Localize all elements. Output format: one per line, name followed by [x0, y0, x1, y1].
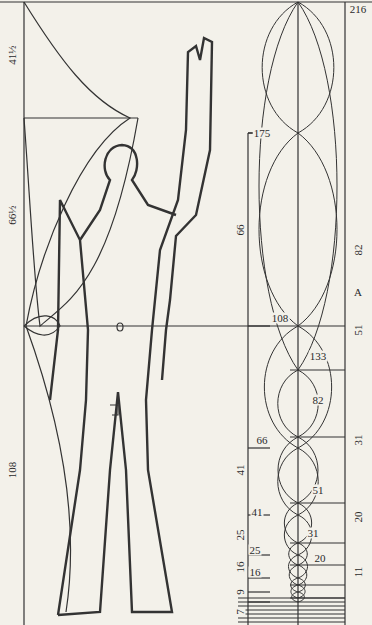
modulor-wave	[262, 2, 298, 133]
axis-line	[297, 2, 298, 625]
dimension-label: 11	[353, 566, 364, 579]
level-line	[24, 117, 138, 118]
blue-series-step	[290, 369, 345, 370]
modulor-wave	[291, 585, 298, 598]
dimension-label: 82	[312, 395, 325, 406]
spiral-curve	[24, 118, 138, 326]
blue-series-step	[290, 502, 345, 503]
modulor-wave	[278, 437, 298, 503]
navel-mark	[117, 323, 123, 331]
dimension-label: 20	[314, 553, 327, 564]
small-step-line	[238, 613, 345, 614]
frame-line	[0, 1, 372, 2]
dimension-label: 66	[235, 224, 246, 237]
modulor-wave	[284, 515, 298, 555]
small-step-line	[238, 597, 345, 598]
dimension-label: 82	[353, 244, 364, 257]
modulor-wave	[289, 543, 298, 565]
dimension-label: 41	[235, 464, 246, 477]
dimension-label: 41	[251, 507, 264, 518]
dimension-label: 31	[353, 434, 364, 447]
frame-line	[23, 2, 24, 625]
dimension-label: 41½	[7, 44, 18, 65]
modulor-wave	[284, 503, 298, 543]
dimension-label: 9	[235, 588, 246, 596]
dimension-label: 133	[309, 351, 328, 362]
modulor-wave	[259, 2, 298, 370]
modulor-wave	[298, 585, 305, 598]
dimension-label: 108	[271, 313, 290, 324]
human-figure-outline	[50, 38, 212, 615]
dimension-label: 25	[249, 545, 262, 556]
frame-line	[344, 2, 345, 625]
modulor-wave	[278, 370, 298, 437]
small-step-line	[238, 617, 345, 618]
small-step-line	[238, 601, 345, 602]
small-step-line	[238, 609, 345, 610]
dimension-label: 16	[249, 567, 262, 578]
modulor-wave	[298, 2, 337, 370]
modulor-wave	[298, 2, 334, 133]
modulor-wave	[298, 133, 337, 326]
dimension-label: 31	[307, 528, 320, 539]
dimension-label: A	[353, 287, 363, 298]
modulor-wave	[298, 543, 307, 565]
dimension-label: 216	[349, 4, 368, 15]
modulor-wave	[298, 565, 307, 585]
dimension-label: 7	[235, 608, 246, 616]
dimension-label: 66	[256, 435, 269, 446]
figure-detail	[110, 405, 118, 415]
small-step-line	[238, 605, 345, 606]
modulor-wave	[264, 326, 298, 448]
spiral-curve	[24, 2, 130, 612]
dimension-label: 108	[7, 461, 18, 480]
modulor-wave	[289, 565, 298, 585]
dimension-label: 16	[235, 561, 246, 574]
spiral-curve	[24, 316, 60, 335]
dimension-label: 51	[312, 485, 325, 496]
red-series-step	[248, 447, 270, 448]
dimension-label: 20	[353, 511, 364, 524]
dimension-label: 175	[253, 128, 272, 139]
modulor-wave	[259, 133, 298, 326]
blue-series-step	[290, 584, 345, 585]
red-series-step	[248, 325, 270, 326]
blue-series-step	[290, 564, 345, 565]
blue-series-step	[290, 436, 345, 437]
small-step-line	[238, 621, 345, 622]
blue-series-step	[290, 542, 345, 543]
dimension-label: 51	[353, 324, 364, 337]
modulor-wave	[298, 326, 332, 448]
dimension-label: 66½	[7, 204, 18, 225]
red-series-step	[248, 577, 270, 578]
red-series-step	[248, 591, 270, 592]
dimension-label: 25	[235, 529, 246, 542]
